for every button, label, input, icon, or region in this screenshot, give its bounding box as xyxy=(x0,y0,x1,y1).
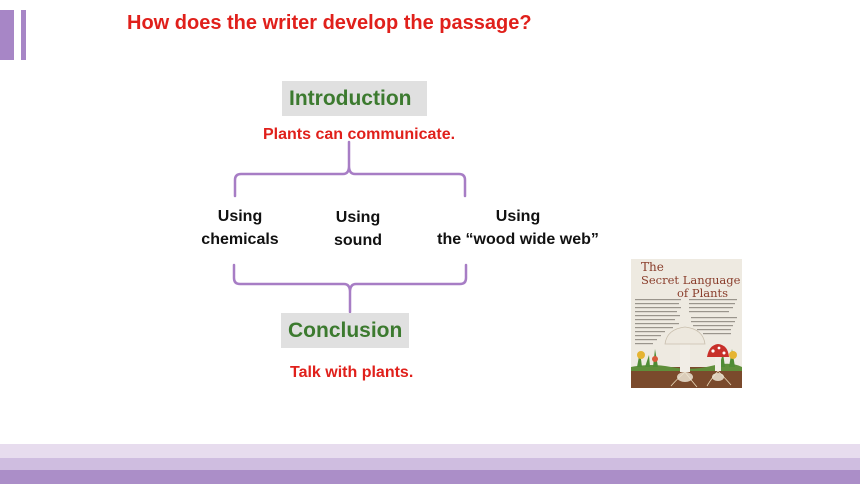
method-sound: Using sound xyxy=(318,206,398,252)
method-line-2: the “wood wide web” xyxy=(437,231,599,248)
introduction-label: Introduction xyxy=(282,81,427,116)
footer-band-dark xyxy=(0,470,860,484)
method-chemicals: Using chemicals xyxy=(195,205,285,251)
method-line-2: sound xyxy=(334,232,382,249)
book-title-line-3: of Plants xyxy=(677,286,729,300)
method-line-1: Using xyxy=(495,208,541,225)
book-title: The Secret Language of Plants xyxy=(631,261,742,300)
page-title: How does the writer develop the passage? xyxy=(127,12,532,34)
book-illustration xyxy=(631,299,742,388)
introduction-text: Plants can communicate. xyxy=(263,126,456,143)
book-title-line-2: Secret Language xyxy=(641,273,741,287)
decorative-bar-thin xyxy=(21,10,26,60)
conclusion-text: Talk with plants. xyxy=(290,364,414,381)
method-wood-wide-web: Using the “wood wide web” xyxy=(428,205,608,251)
conclusion-label: Conclusion xyxy=(281,313,409,348)
method-line-1: Using xyxy=(217,208,263,225)
book-cover-image: The Secret Language of Plants xyxy=(631,259,742,388)
decorative-bar-thick xyxy=(0,10,14,60)
top-brace xyxy=(233,140,467,198)
method-line-1: Using xyxy=(335,209,381,226)
footer-band-medium xyxy=(0,458,860,470)
footer-band-light xyxy=(0,444,860,458)
method-line-2: chemicals xyxy=(201,231,279,248)
book-title-line-1: The xyxy=(641,260,664,274)
bottom-brace xyxy=(232,263,468,314)
